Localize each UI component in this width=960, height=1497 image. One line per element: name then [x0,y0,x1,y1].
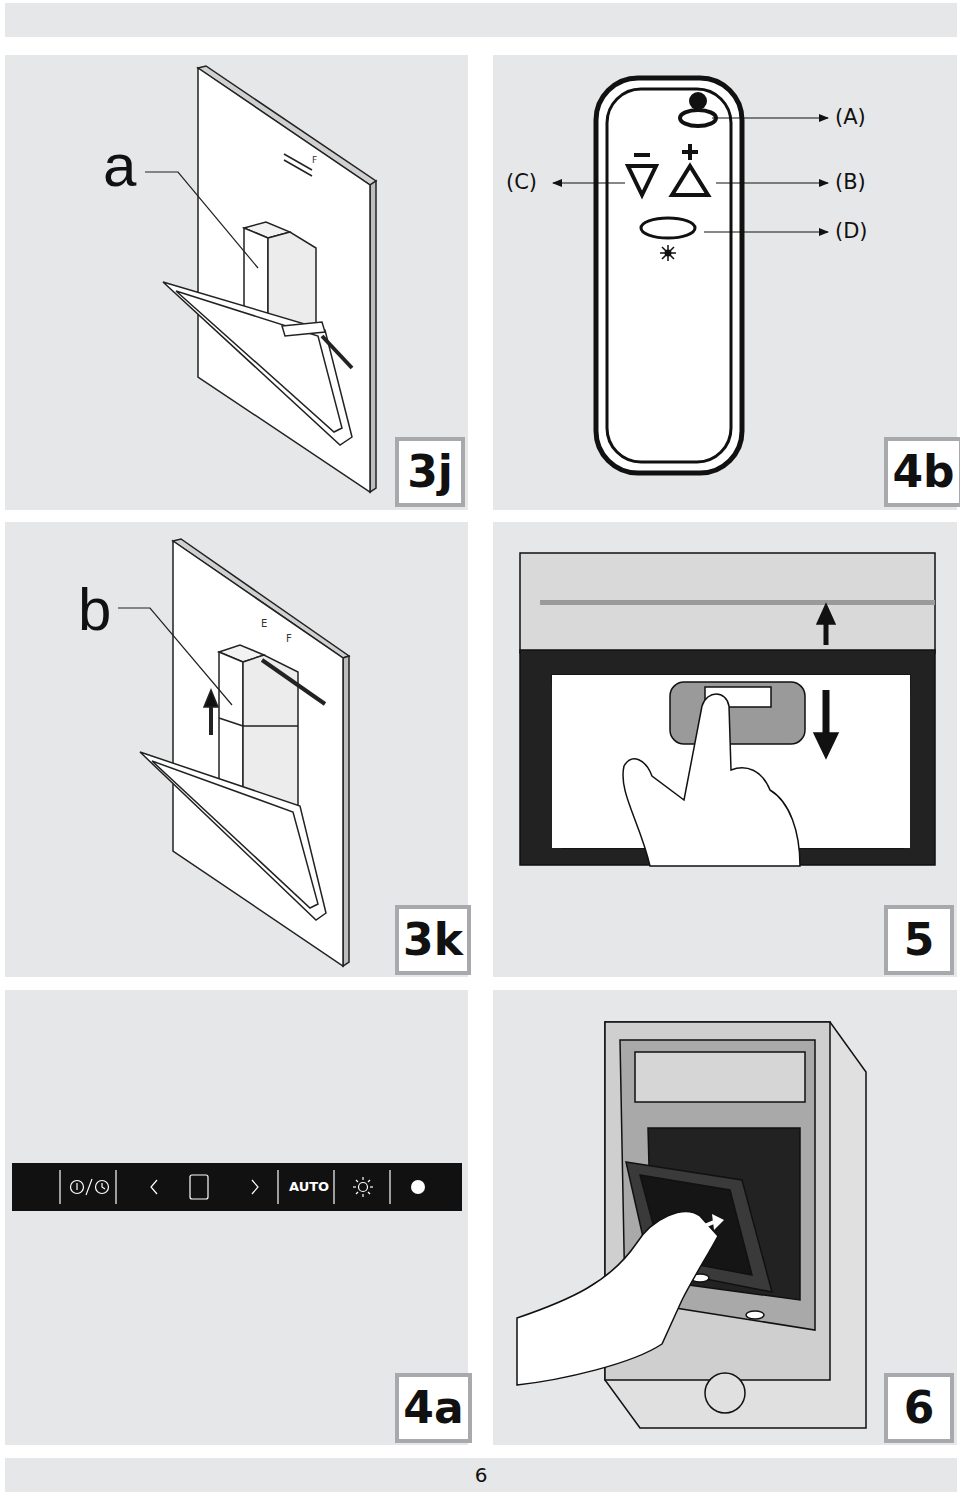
control-panel-bar [12,1163,462,1211]
figure-number: 3k [403,918,463,962]
hood-underside-illustration [520,553,935,866]
chimney-extension-illustration [118,539,349,966]
figure-number-box: 6 [884,1373,954,1443]
figure-number-box: 3k [395,905,471,975]
callout-letter: (D) [835,221,868,242]
top-band [5,3,957,37]
page-number-band: 6 [5,1458,957,1492]
part-letter: b [78,580,111,640]
figure-number-box: 4b [884,437,960,507]
figure-number: 6 [904,1386,935,1430]
figure-number: 4b [892,450,954,494]
callout-letter: (C) [506,172,537,193]
figure-number-box: 3j [395,437,465,507]
hood-chimney-illustration [145,66,376,492]
callout-letter: (A) [835,107,866,128]
figure-number: 5 [904,918,935,962]
figure-number: 4a [403,1386,463,1430]
filter-removal-illustration [517,1022,866,1428]
page-number: 6 [475,1465,488,1485]
figure-number: 3j [407,450,453,494]
panel-marking: F [286,634,292,644]
callout-letter: (B) [835,172,866,193]
figure-number-box: 4a [395,1373,472,1443]
button-label: AUTO [289,1180,329,1193]
panel-marking: E [261,619,267,629]
remote-control-illustration [553,78,828,473]
panel-grounds [5,55,957,1445]
figure-number-box: 5 [884,905,954,975]
panel-marking: F [312,156,317,165]
part-letter: a [103,136,136,196]
